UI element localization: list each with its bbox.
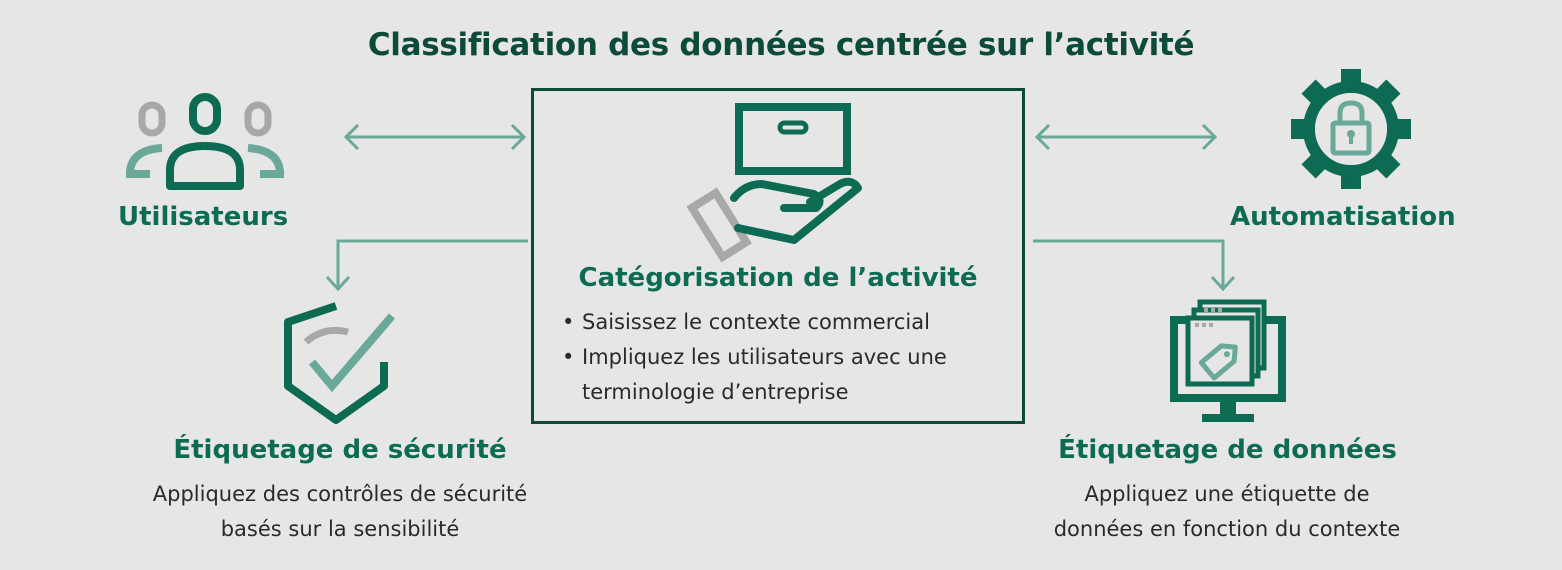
security-description-line1: Appliquez des contrôles de sécurité (152, 482, 528, 506)
diagram-title: Classification des données centrée sur l… (367, 27, 1195, 63)
elbow-arrow-right (1033, 239, 1236, 292)
users-label: Utilisateurs (118, 202, 289, 232)
hand-box-icon (686, 103, 862, 263)
data-labeling-description-line2: données en fonction du contexte (1053, 517, 1401, 541)
center-box (531, 88, 1025, 424)
gear-lock-icon (1291, 69, 1411, 189)
security-description-line2: basés sur la sensibilité (220, 517, 460, 541)
data-labeling-label: Étiquetage de données (1058, 435, 1397, 465)
users-icon (126, 93, 284, 190)
bullet-item: Saisissez le contexte commercial (560, 305, 1020, 340)
data-labeling-description: Appliquez une étiquette de données en fo… (977, 477, 1477, 547)
data-labeling-description-line1: Appliquez une étiquette de (1084, 482, 1370, 506)
security-label: Étiquetage de sécurité (173, 435, 507, 465)
center-title: Catégorisation de l’activité (578, 263, 978, 293)
monitor-tag-icon (1170, 299, 1286, 422)
elbow-arrow-left (325, 239, 528, 292)
automation-label: Automatisation (1230, 202, 1456, 232)
center-bullet-list: Saisissez le contexte commercial Impliqu… (560, 305, 1020, 410)
shield-check-icon (284, 302, 396, 424)
double-arrow-left (343, 123, 527, 151)
bullet-item: Impliquez les utilisateurs avec une term… (560, 340, 1020, 410)
double-arrow-right (1034, 123, 1218, 151)
security-description: Appliquez des contrôles de sécurité basé… (90, 477, 590, 547)
